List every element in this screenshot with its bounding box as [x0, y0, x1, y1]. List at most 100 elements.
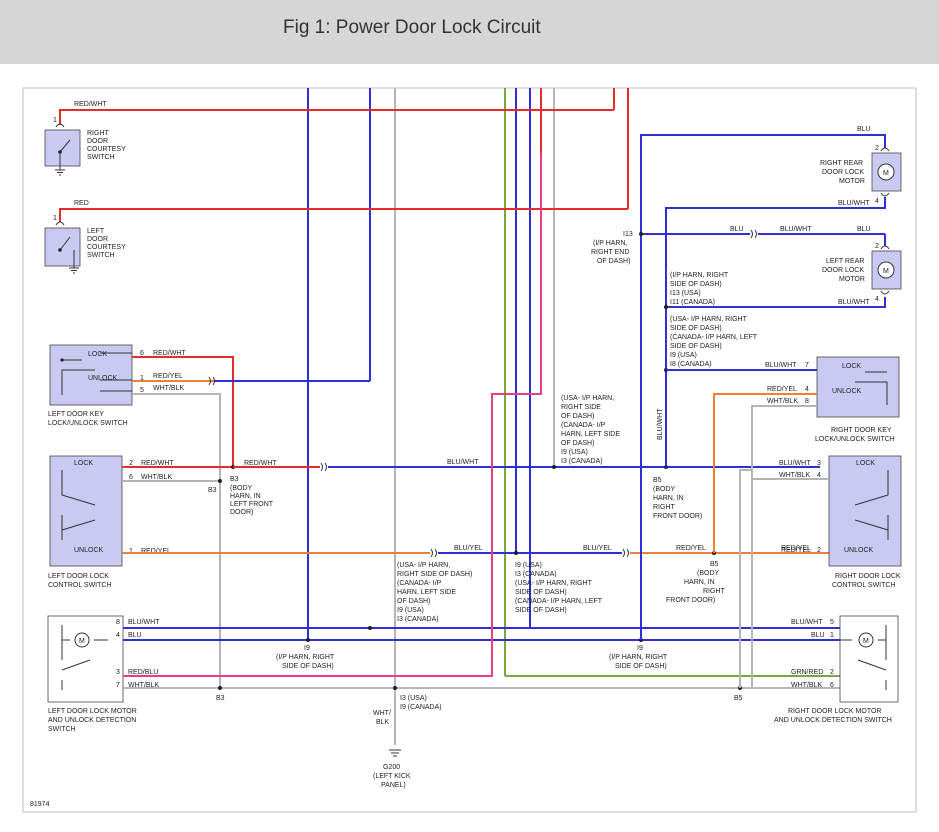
connector-arc	[880, 290, 890, 295]
trunk-wires	[307, 88, 629, 745]
component-label: LOCK/UNLOCK SWITCH	[815, 436, 895, 443]
ground-symbol	[389, 749, 401, 757]
wire-label: WHT/BLK	[767, 398, 798, 405]
pin-number: 4	[817, 472, 821, 479]
pin-number: 1	[129, 548, 133, 555]
lock-label: LOCK	[842, 363, 861, 370]
i13-label: I13	[623, 231, 633, 238]
component-label: MOTOR	[839, 276, 865, 283]
right-door-lock-control-switch: LOCK UNLOCK 3 4 2 BLU/WHT WHT/BLK RED/YE…	[751, 455, 902, 688]
bluwht-row: BLU/WHT	[233, 459, 820, 472]
switch-body	[828, 455, 902, 567]
mid-annotation-2: I9 (USA) I3 (CANADA) (USA- I/P HARN, RIG…	[515, 562, 603, 614]
redwht-top-wire	[59, 109, 614, 125]
splice-dot	[552, 465, 556, 469]
component-label: LOCK/UNLOCK SWITCH	[48, 420, 128, 427]
right-courtesy-switch: RED/WHT 1 RIGHT DOOR COURTESY SWITCH	[44, 101, 614, 176]
annot-line: I8 (CANADA)	[670, 361, 712, 368]
pin-number: 2	[875, 243, 879, 250]
switch-body	[816, 356, 900, 418]
splice-dot	[306, 638, 310, 642]
wire-label: BLU	[811, 632, 825, 639]
wire-label: RED	[74, 200, 89, 207]
annot-line: OF DASH)	[561, 413, 594, 420]
annot-line: I3 (CANADA)	[515, 571, 557, 578]
wire-label: BLU	[857, 126, 871, 133]
splice-dot	[639, 232, 643, 236]
wire-label: RED/YEL	[141, 548, 171, 555]
pin-number: 7	[805, 362, 809, 369]
component-label: DOOR	[87, 138, 108, 145]
wire-label: RED/BLU	[128, 669, 158, 676]
b3-desc: LEFT FRONT	[230, 501, 274, 508]
splice-dot	[218, 479, 222, 483]
motor-symbol	[858, 632, 874, 648]
wire-label: BLU/WHT	[447, 459, 479, 466]
annot-line: I9 (USA)	[670, 352, 697, 359]
b5-label: B5	[653, 477, 662, 484]
wire-label: RED/WHT	[74, 101, 107, 108]
component-label: LEFT REAR	[826, 258, 864, 265]
connector-arc	[880, 192, 890, 197]
left-door-lock-motor: M 8 4 3 7 BLU/WHT BLU RED/BLU WHT/BLK LE…	[47, 153, 840, 733]
component-label: RIGHT DOOR KEY	[831, 427, 892, 434]
connector	[320, 462, 327, 472]
splice-dot	[393, 686, 397, 690]
component-label: COURTESY	[87, 146, 126, 153]
diagram-frame	[22, 87, 917, 813]
lock-label: LOCK	[856, 460, 875, 467]
annot-line: I9 (USA)	[397, 607, 424, 614]
switch-lever	[59, 236, 71, 251]
redyel-row: BLU/YEL BLU/YEL RED/YEL RED/YEL	[430, 545, 830, 558]
annot-line: HARN, LEFT SIDE	[397, 589, 456, 596]
wire-label: BLU/WHT	[765, 362, 797, 369]
motor-symbol	[877, 163, 895, 181]
switch-body	[49, 344, 133, 406]
pin-number: 6	[140, 350, 144, 357]
annot-line: SIDE OF DASH)	[670, 281, 722, 288]
splice-dot	[218, 686, 222, 690]
motor-symbol	[877, 261, 895, 279]
wire-stub	[100, 352, 132, 392]
title-banner: Fig 1: Power Door Lock Circuit	[0, 0, 939, 64]
annot-line: SIDE OF DASH)	[515, 589, 567, 596]
wire-label: BLU/WHT	[838, 299, 870, 306]
component-label: LEFT DOOR LOCK MOTOR	[48, 708, 137, 715]
wire-label: BLU/WHT	[838, 200, 870, 207]
pin-number: 7	[116, 682, 120, 689]
i9-label: I9	[304, 645, 310, 652]
pin-number: 4	[805, 386, 809, 393]
annot-line: RIGHT SIDE	[561, 404, 601, 411]
i9-label: SIDE OF DASH)	[282, 663, 334, 670]
pin-number: 1	[830, 632, 834, 639]
bluwht-rr-wire	[665, 197, 886, 467]
switch-lever	[59, 139, 71, 153]
i9-label: I9	[637, 645, 643, 652]
unlock-label: UNLOCK	[88, 375, 118, 382]
ground-symbol	[69, 267, 79, 274]
b3-desc: DOOR)	[230, 509, 253, 516]
wire-label: RED/YEL	[781, 547, 811, 554]
wire-label: BLU/WHT	[780, 226, 812, 233]
wire-label: WHT/BLK	[153, 385, 184, 392]
b5-desc: RIGHT	[653, 504, 676, 511]
pin-number: 6	[830, 682, 834, 689]
annot-line: RIGHT SIDE OF DASH)	[397, 571, 472, 578]
ground-g200: I3 (USA) I9 (CANADA) WHT/ BLK G200 (LEFT…	[373, 695, 442, 789]
annot-line: (USA- I/P HARN, RIGHT	[670, 316, 748, 323]
b5-desc: HARN, IN	[653, 495, 684, 502]
pin-number: 2	[875, 145, 879, 152]
component-label: SWITCH	[87, 154, 115, 161]
blu-top-wire	[640, 134, 886, 640]
annot-line: SIDE OF DASH)	[670, 343, 722, 350]
motor-letter: M	[883, 268, 889, 275]
annot-line: SIDE OF DASH)	[515, 607, 567, 614]
b3-label: B3	[208, 487, 217, 494]
left-rear-door-lock-motor: M 2 4 LEFT REAR DOOR LOCK MOTOR	[822, 243, 902, 303]
vertical-wire-label: BLU/WHT	[657, 408, 664, 440]
i9-label: (I/P HARN, RIGHT	[276, 654, 335, 661]
pin-number: 1	[53, 117, 57, 124]
mid-annotation-1: (USA- I/P HARN, RIGHT SIDE OF DASH) (CAN…	[397, 562, 472, 623]
motor-letter: M	[79, 638, 85, 645]
